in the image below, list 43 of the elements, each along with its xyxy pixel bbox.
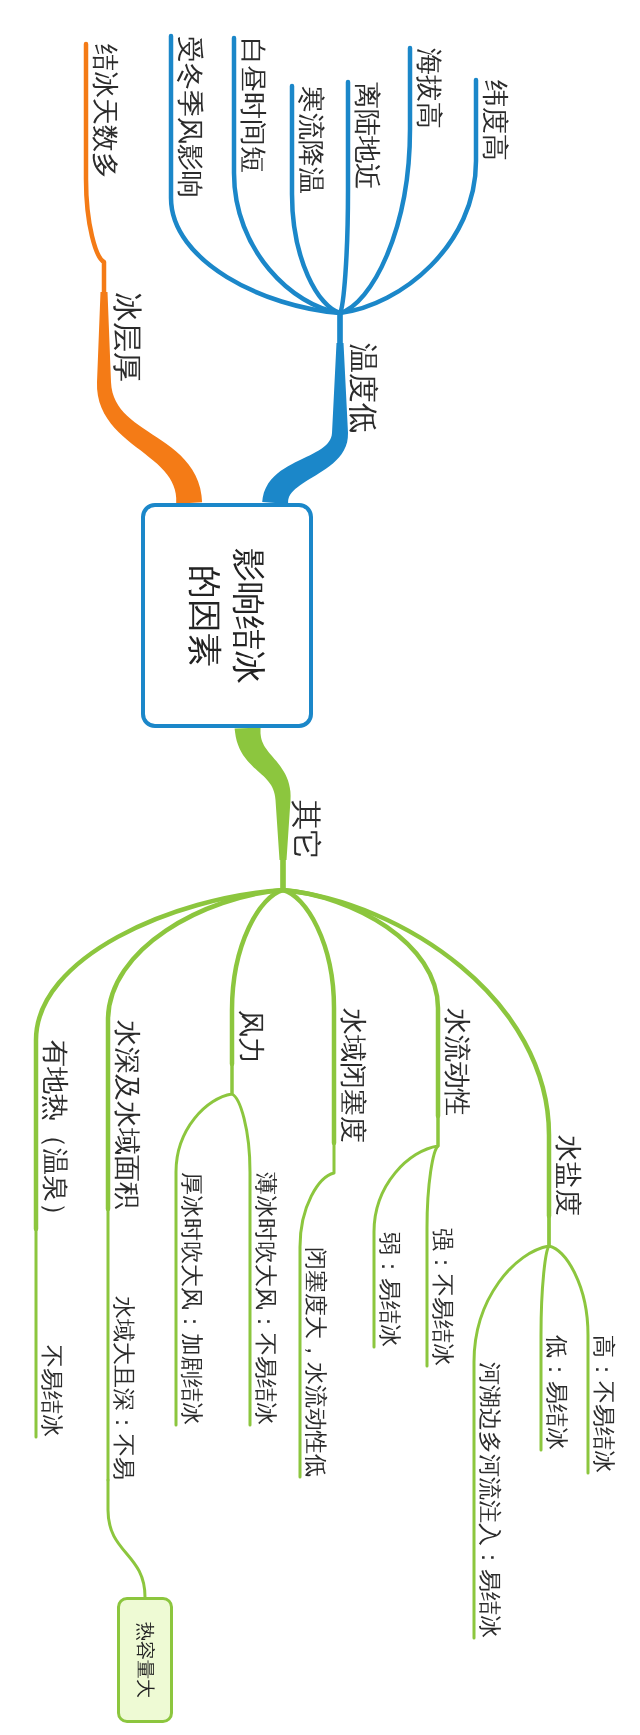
topic-label: 薄冰时吹大风：不易结冰 [250, 1172, 277, 1425]
topic-label: 不易结冰 [36, 1345, 63, 1437]
topic-label: 水深及水域面积 [108, 1020, 140, 1209]
topic-label: 强：不易结冰 [427, 1228, 454, 1366]
branch-line [372, 1114, 440, 1349]
central-topic-box [141, 503, 313, 728]
topic-label: 纬度高 [476, 80, 508, 161]
main-branch [234, 727, 291, 860]
topic-label: 水域闭塞度 [334, 1008, 366, 1143]
topic-label: 白昼时间短 [234, 38, 266, 173]
main-branch [97, 292, 203, 504]
topic-box [117, 1597, 173, 1723]
topic-label: 有地热（温泉） [36, 1040, 68, 1229]
branch-line [472, 1214, 551, 1640]
topic-label: 其它 [283, 800, 321, 860]
topic-label: 寒流降温 [292, 86, 324, 194]
topic-label: 受冬季风影响 [171, 36, 203, 198]
branch-line [174, 1062, 234, 1427]
topic-label: 闭塞度大，水流动性低 [300, 1247, 327, 1477]
topic-label: 厚冰时吹大风：加剧结冰 [176, 1172, 203, 1425]
topic-label: 河湖边多河流注入：易结冰 [474, 1362, 501, 1638]
branch-line [33, 857, 286, 1232]
main-branch [262, 343, 348, 504]
topic-label: 温度低 [340, 343, 378, 433]
topic-label: 风力 [232, 1010, 264, 1064]
topic-label: 海拔高 [410, 48, 442, 129]
topic-label: 水域大且深：不易 [108, 1296, 135, 1480]
topic-label: 高：不易结冰 [588, 1335, 615, 1473]
topic-text: 热容量大 [134, 1622, 156, 1698]
branch-line [34, 1227, 38, 1439]
branch-line [298, 1141, 336, 1479]
topic-label: 水盐度 [549, 1135, 581, 1216]
topic-label: 水流动性 [438, 1008, 470, 1116]
topic-label: 离陆地近 [348, 82, 380, 190]
topic-label: 结冰天数多 [86, 44, 118, 179]
branch-line [83, 41, 107, 295]
central-topic-text: 影响结冰的因素 [185, 546, 269, 686]
topic-label: 冰层厚 [104, 292, 142, 382]
branch-line [168, 33, 343, 346]
branch-line [106, 1207, 110, 1482]
branch-line [106, 1478, 147, 1599]
topic-label: 弱：易结冰 [374, 1232, 401, 1347]
topic-label: 低：易结冰 [541, 1335, 568, 1450]
